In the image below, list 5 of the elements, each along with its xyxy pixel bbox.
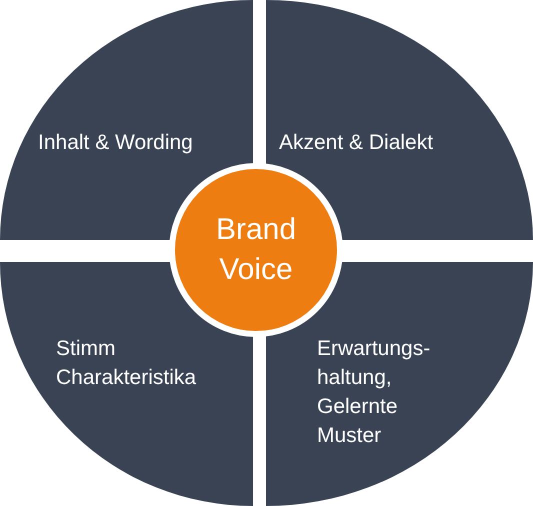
center-label: Brand Voice [214, 212, 298, 288]
segment-label: Inhalt & Wording [38, 130, 193, 156]
segment-label: Akzent & Dialekt [279, 130, 434, 156]
segment-label: Erwartungs- haltung, Gelernte Muster [317, 336, 432, 449]
segment-label: Stimm Charakteristika [56, 336, 198, 391]
